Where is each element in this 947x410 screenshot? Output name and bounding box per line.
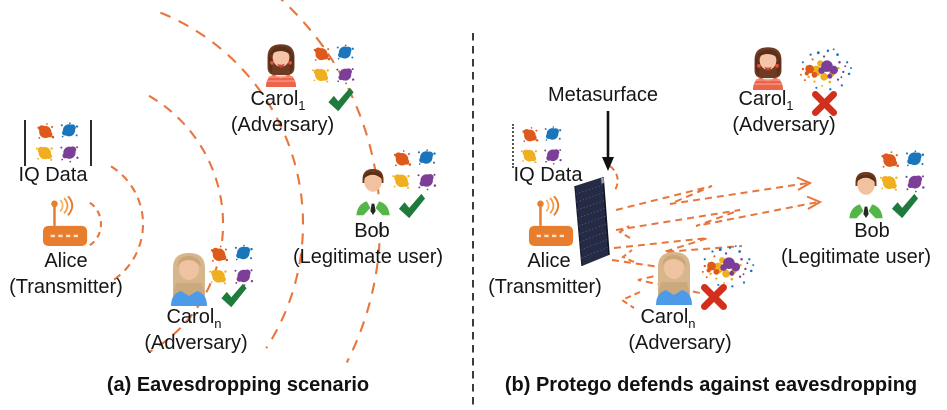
clean-constellation-icon — [28, 121, 88, 165]
iq-data-plot-b — [512, 124, 570, 168]
caroln-b-avatar-icon — [650, 247, 698, 305]
alice-b-role: (Transmitter) — [488, 276, 602, 298]
bob-a-role: (Legitimate user) — [292, 246, 444, 268]
alice-a-role: (Transmitter) — [9, 276, 123, 298]
router-icon-a — [42, 196, 90, 248]
bob-a-avatar-icon — [352, 162, 394, 218]
bob-a-checkmark-icon — [396, 192, 428, 220]
metasurface-pointer-arrow-icon — [600, 110, 616, 172]
caption-b: (b) Protego defends against eavesdroppin… — [504, 374, 918, 396]
clean-constellation-icon — [516, 125, 568, 167]
carol1-b-role: (Adversary) — [732, 114, 836, 136]
bob-a-constellation-icon — [389, 148, 441, 193]
caption-a: (a) Eavesdropping scenario — [106, 374, 370, 396]
bob-b-name: Bob — [854, 220, 890, 242]
caroln-a-name: Caroln — [166, 306, 222, 331]
iq-data-label-a: IQ Data — [18, 164, 88, 186]
carol1-a-name: Carol1 — [250, 88, 306, 113]
router-icon-b — [528, 196, 576, 248]
metasurface-label: Metasurface — [547, 84, 659, 106]
iq-data-label-b: IQ Data — [513, 164, 583, 186]
caroln-b-name: Caroln — [640, 306, 696, 331]
carol1-b-cross-icon — [811, 90, 838, 117]
bob-a-name: Bob — [354, 220, 390, 242]
iq-data-plot-a — [24, 120, 92, 166]
carol1-a-role: (Adversary) — [230, 114, 335, 136]
bob-b-checkmark-icon — [889, 192, 921, 220]
carol1-a-avatar-icon — [262, 41, 300, 87]
alice-b-name: Alice — [527, 250, 571, 272]
caroln-a-role: (Adversary) — [144, 332, 248, 354]
carol1-a-checkmark-icon — [326, 86, 356, 113]
carol1-b-name: Carol1 — [738, 88, 794, 113]
carol1-a-constellation-icon — [309, 42, 359, 88]
carol1-b-avatar-icon — [749, 44, 787, 90]
carol1-b-scrambled-constellation-icon — [794, 45, 858, 95]
caroln-b-role: (Adversary) — [628, 332, 732, 354]
alice-a-name: Alice — [44, 250, 88, 272]
bob-b-role: (Legitimate user) — [780, 246, 932, 268]
caroln-a-checkmark-icon — [219, 282, 249, 309]
bob-b-constellation-icon — [876, 149, 930, 195]
